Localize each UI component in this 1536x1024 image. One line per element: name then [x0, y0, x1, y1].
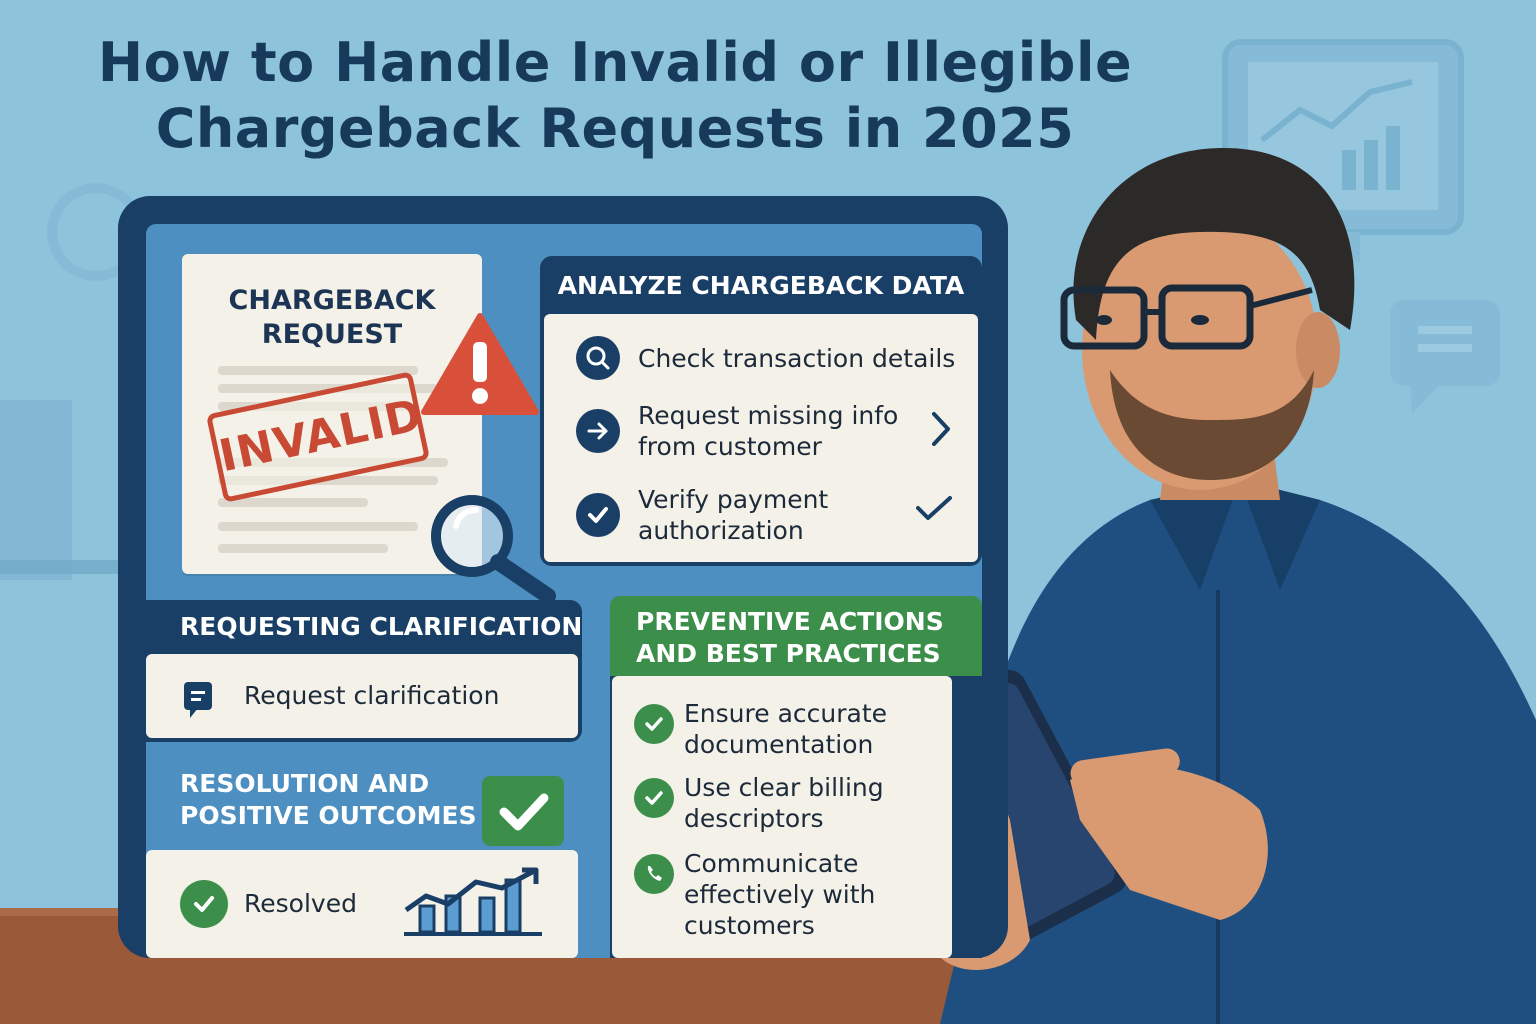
preventive-item-line-3: customers [684, 911, 815, 940]
chevron-right-icon[interactable] [928, 410, 954, 448]
phone-icon [634, 854, 674, 894]
analyze-list: Check transaction details Request missin… [544, 314, 978, 562]
resolution-heading: RESOLUTION AND POSITIVE OUTCOMES [180, 768, 477, 832]
title-line-2: Chargeback Requests in 2025 [155, 97, 1075, 160]
check-circle-icon [634, 778, 674, 818]
resolution-heading-line-1: RESOLUTION AND [180, 769, 430, 798]
preventive-item-billing[interactable]: Use clear billing descriptors [634, 772, 884, 834]
preventive-item-line-2: documentation [684, 730, 874, 759]
check-circle-icon [180, 880, 228, 928]
chargeback-heading-line-2: REQUEST [261, 319, 403, 350]
analyze-item-check-details[interactable]: Check transaction details [576, 336, 955, 380]
analyze-item-line-1: Verify payment [638, 485, 829, 514]
warning-triangle-icon [421, 313, 539, 415]
preventive-heading-line-2: AND BEST PRACTICES [636, 639, 941, 668]
analyze-item-request-info[interactable]: Request missing info from customer [576, 400, 898, 462]
resolution-card: Resolved [146, 850, 578, 958]
resolved-check-badge [482, 776, 564, 846]
preventive-heading-line-1: PREVENTIVE ACTIONS [636, 607, 944, 636]
preventive-heading-bar [610, 596, 982, 676]
preventive-item-line-1: Use clear billing [684, 773, 884, 802]
preventive-item-line-1: Communicate [684, 849, 859, 878]
preventive-item-line-2: effectively with [684, 880, 876, 909]
analyze-heading: ANALYZE CHARGEBACK DATA [557, 271, 965, 300]
analyze-item-label: Verify payment authorization [638, 484, 828, 546]
resolved-label: Resolved [244, 889, 357, 918]
resolution-heading-line-2: POSITIVE OUTCOMES [180, 801, 477, 830]
checkmark-icon [916, 496, 952, 520]
man-illustration [900, 147, 1536, 1024]
bar-chart-trend-icon [404, 867, 542, 936]
magnifying-glass-icon [431, 495, 556, 600]
analyze-item-line-1: Request missing info [638, 401, 899, 430]
arrow-right-icon [576, 409, 620, 453]
chargeback-heading-line-1: CHARGEBACK [228, 285, 436, 316]
chat-icon [184, 682, 212, 718]
analyze-item-line-2: authorization [638, 516, 804, 545]
clarification-card[interactable]: Request clarification [146, 654, 578, 738]
analyze-item-label: Request missing info from customer [638, 400, 898, 462]
page-title: How to Handle Invalid or Illegible Charg… [60, 30, 1170, 162]
preventive-heading: PREVENTIVE ACTIONS AND BEST PRACTICES [636, 606, 944, 670]
analyze-item-label: Check transaction details [638, 343, 956, 373]
preventive-item-communicate[interactable]: Communicate effectively with customers [634, 848, 875, 941]
check-circle-icon [634, 704, 674, 744]
check-icon [576, 493, 620, 537]
preventive-item-documentation[interactable]: Ensure accurate documentation [634, 698, 887, 760]
clarification-item-label: Request clarification [244, 681, 500, 710]
preventive-item-label: Use clear billing descriptors [684, 772, 884, 834]
background-chat-icon [1390, 300, 1500, 414]
preventive-item-label: Communicate effectively with customers [684, 848, 875, 941]
chargeback-request-heading: CHARGEBACK REQUEST [182, 284, 482, 352]
clarification-heading: REQUESTING CLARIFICATION [180, 612, 583, 641]
preventive-item-line-1: Ensure accurate [684, 699, 888, 728]
preventive-list: Ensure accurate documentation Use clear … [612, 676, 952, 958]
title-line-1: How to Handle Invalid or Illegible [97, 31, 1133, 94]
analyze-item-verify[interactable]: Verify payment authorization [576, 484, 828, 546]
preventive-item-label: Ensure accurate documentation [684, 698, 887, 760]
preventive-item-line-2: descriptors [684, 804, 824, 833]
analyze-item-line-2: from customer [638, 432, 822, 461]
search-icon [576, 336, 620, 380]
